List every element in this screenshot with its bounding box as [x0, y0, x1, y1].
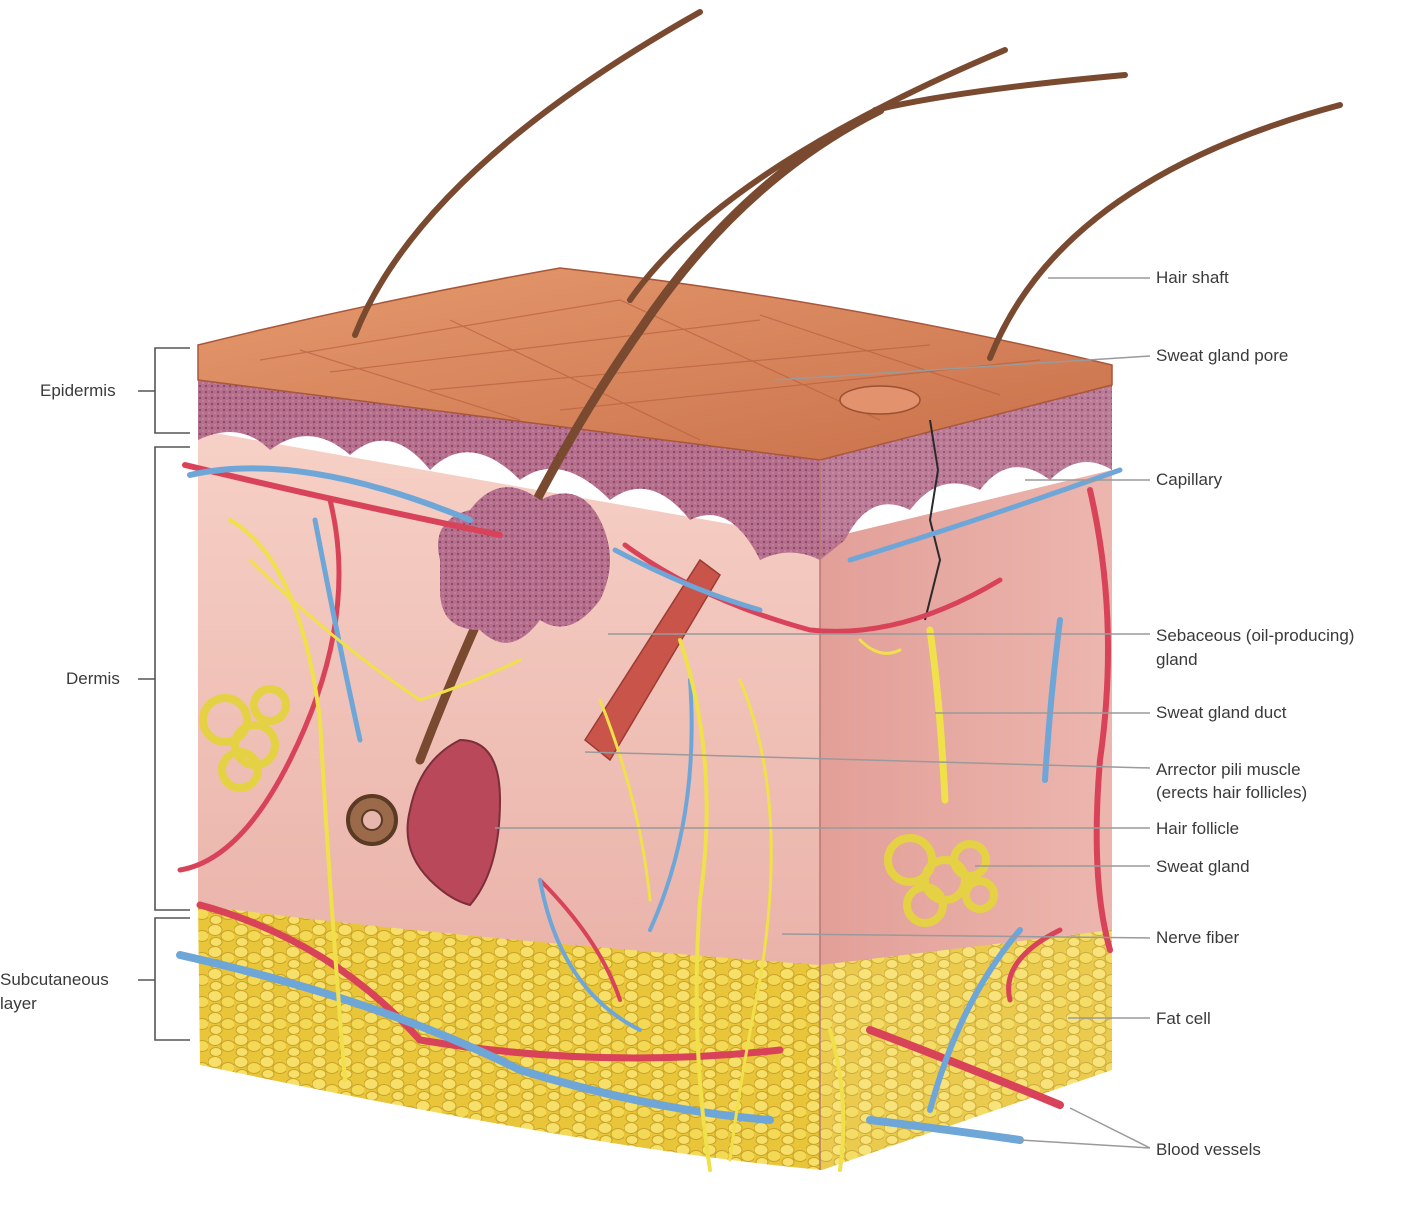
label-blood-vessels: Blood vessels [1156, 1140, 1261, 1159]
hair-follicle-lumen [361, 809, 383, 831]
label-hair-shaft: Hair shaft [1156, 268, 1229, 287]
hair-2 [627, 47, 1008, 303]
label-capillary: Capillary [1156, 470, 1223, 489]
hair-3 [872, 72, 1128, 113]
label-sebaceous-line2: gland [1156, 650, 1198, 669]
subcutaneous-bracket [138, 917, 190, 1041]
epidermis-front-layer [198, 380, 820, 560]
sebaceous-gland [438, 487, 610, 643]
sweat-gland-side [884, 834, 998, 927]
sweat-pore [839, 385, 921, 415]
epidermis-bracket [138, 347, 190, 434]
skin-surface-grooves [259, 299, 1041, 441]
label-nerve-fiber: Nerve fiber [1156, 928, 1240, 947]
dermis-bracket [138, 446, 190, 911]
brackets [138, 347, 190, 1041]
label-epidermis: Epidermis [40, 381, 116, 400]
leader-lines [495, 277, 1151, 1149]
arrector-pili-muscle [584, 558, 721, 762]
label-sweat-gland: Sweat gland [1156, 857, 1250, 876]
label-hair-follicle: Hair follicle [1156, 819, 1240, 838]
label-subcutaneous-line2: layer [0, 994, 37, 1013]
label-subcutaneous-line1: Subcutaneous [0, 970, 109, 989]
label-sebaceous-line1: Sebaceous (oil-producing) [1156, 626, 1355, 645]
label-arrector-line2: (erects hair follicles) [1156, 783, 1308, 802]
label-arrector-line1: Arrector pili muscle [1156, 760, 1301, 779]
label-dermis: Dermis [66, 669, 120, 688]
veins [176, 465, 1123, 1144]
hair-1 [352, 9, 703, 338]
sweat-gland-front [199, 685, 290, 792]
nerve-fibers [228, 518, 949, 1172]
hair-follicle [406, 738, 502, 907]
epidermis-side-layer [820, 385, 1112, 560]
sweat-duct-line [924, 419, 942, 621]
hair-4 [987, 102, 1343, 361]
label-fat-cell: Fat cell [1156, 1009, 1211, 1028]
subcutaneous-side [820, 925, 1112, 1170]
label-sweat-gland-pore: Sweat gland pore [1156, 346, 1289, 365]
label-sweat-gland-duct: Sweat gland duct [1156, 703, 1287, 722]
